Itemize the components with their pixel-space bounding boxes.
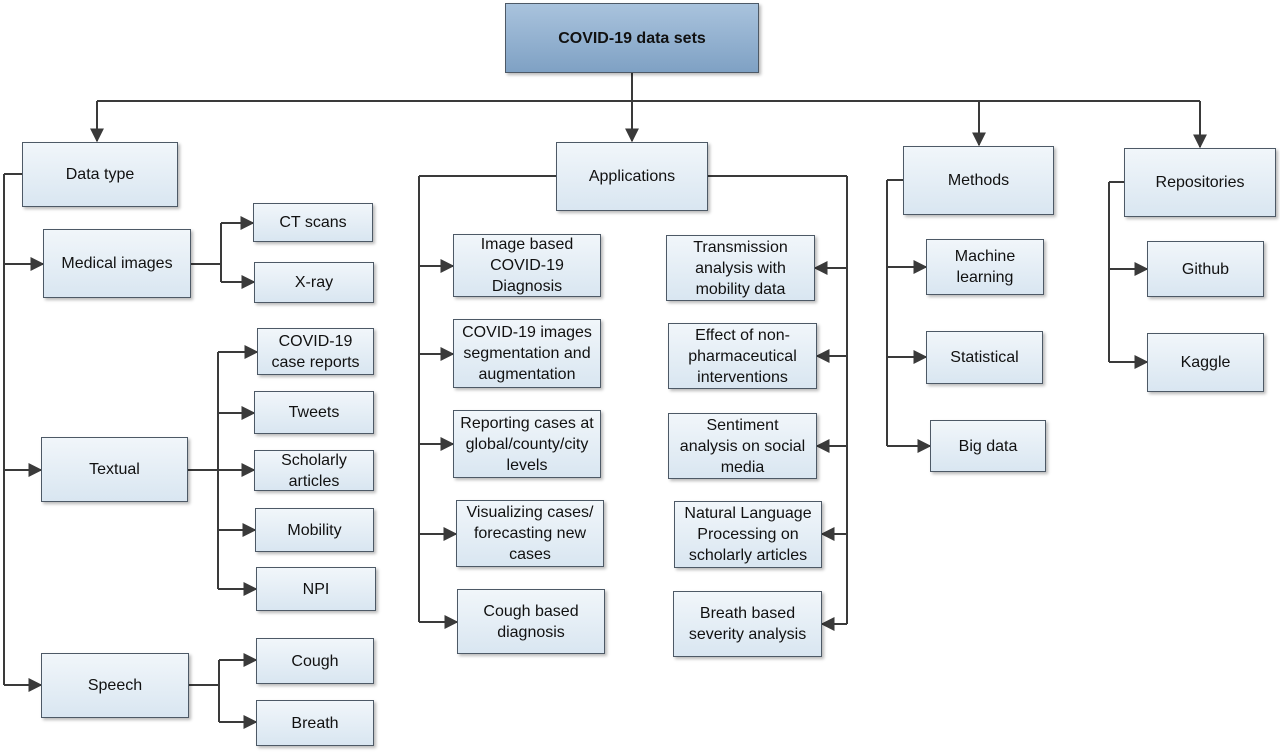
app-sentiment-analysis-label: Sentiment analysis on social media xyxy=(679,416,806,476)
node-mobility: Mobility xyxy=(255,508,374,552)
method-machine-learning: Machine learning xyxy=(926,239,1044,295)
app-reporting-cases-label: Reporting cases at global/county/city le… xyxy=(460,414,594,474)
category-data-type-label: Data type xyxy=(65,166,135,183)
node-cough: Cough xyxy=(256,638,374,684)
method-big-data: Big data xyxy=(930,420,1046,472)
node-speech: Speech xyxy=(41,653,189,718)
app-npi-effect-label: Effect of non- pharmaceutical interventi… xyxy=(688,326,797,386)
repo-github: Github xyxy=(1147,241,1264,297)
method-statistical-label: Statistical xyxy=(950,349,1019,366)
app-sentiment-analysis: Sentiment analysis on social media xyxy=(668,413,817,479)
app-nlp-scholarly: Natural Language Processing on scholarly… xyxy=(674,501,822,568)
node-case-reports-label: COVID-19 case reports xyxy=(271,332,360,371)
node-x-ray-label: X-ray xyxy=(294,274,334,291)
node-scholarly-articles-label: Scholarly articles xyxy=(281,451,347,490)
repo-github-label: Github xyxy=(1181,260,1230,278)
node-scholarly-articles: Scholarly articles xyxy=(254,450,374,491)
category-repositories: Repositories xyxy=(1124,148,1276,217)
category-data-type: Data type xyxy=(22,142,178,207)
app-nlp-scholarly-label: Natural Language Processing on scholarly… xyxy=(684,505,812,564)
app-npi-effect: Effect of non- pharmaceutical interventi… xyxy=(668,323,817,389)
root-label: COVID-19 data sets xyxy=(558,29,706,47)
app-image-based-diagnosis: Image based COVID-19 Diagnosis xyxy=(453,234,601,297)
node-breath: Breath xyxy=(256,700,374,746)
app-images-segmentation: COVID-19 images segmentation and augment… xyxy=(453,319,601,388)
node-ct-scans: CT scans xyxy=(253,203,373,242)
app-cough-diagnosis-label: Cough based diagnosis xyxy=(483,602,579,641)
repo-kaggle-label: Kaggle xyxy=(1180,354,1231,371)
app-images-segmentation-label: COVID-19 images segmentation and augment… xyxy=(462,324,592,383)
node-breath-label: Breath xyxy=(291,714,339,732)
app-breath-severity: Breath based severity analysis xyxy=(673,591,822,657)
node-medical-images-label: Medical images xyxy=(61,255,173,272)
node-npi: NPI xyxy=(256,567,376,611)
node-tweets: Tweets xyxy=(254,391,374,434)
method-machine-learning-label: Machine learning xyxy=(954,248,1016,286)
app-breath-severity-label: Breath based severity analysis xyxy=(688,605,807,643)
node-textual: Textual xyxy=(41,437,188,502)
node-cough-label: Cough xyxy=(291,652,339,670)
node-speech-label: Speech xyxy=(87,677,143,694)
category-methods: Methods xyxy=(903,146,1054,215)
category-applications-label: Applications xyxy=(588,168,676,185)
node-textual-label: Textual xyxy=(89,461,140,478)
node-npi-label: NPI xyxy=(302,580,330,598)
method-big-data-label: Big data xyxy=(958,437,1018,455)
app-visualizing-cases-label: Visualizing cases/ forecasting new cases xyxy=(466,504,594,563)
method-statistical: Statistical xyxy=(926,331,1043,384)
node-medical-images: Medical images xyxy=(43,229,191,298)
app-reporting-cases: Reporting cases at global/county/city le… xyxy=(453,410,601,478)
node-ct-scans-label: CT scans xyxy=(279,214,347,231)
repo-kaggle: Kaggle xyxy=(1147,333,1264,392)
node-mobility-label: Mobility xyxy=(287,521,342,539)
category-methods-label: Methods xyxy=(947,172,1010,189)
node-x-ray: X-ray xyxy=(254,262,374,303)
app-cough-diagnosis: Cough based diagnosis xyxy=(457,589,605,654)
app-image-based-diagnosis-label: Image based COVID-19 Diagnosis xyxy=(480,236,574,295)
node-case-reports: COVID-19 case reports xyxy=(257,328,374,375)
app-visualizing-cases: Visualizing cases/ forecasting new cases xyxy=(456,500,604,567)
category-repositories-label: Repositories xyxy=(1155,174,1245,191)
node-tweets-label: Tweets xyxy=(288,404,340,421)
root-node: COVID-19 data sets xyxy=(505,3,759,73)
app-transmission-analysis-label: Transmission analysis with mobility data xyxy=(693,238,788,298)
category-applications: Applications xyxy=(556,142,708,211)
app-transmission-analysis: Transmission analysis with mobility data xyxy=(666,235,815,301)
